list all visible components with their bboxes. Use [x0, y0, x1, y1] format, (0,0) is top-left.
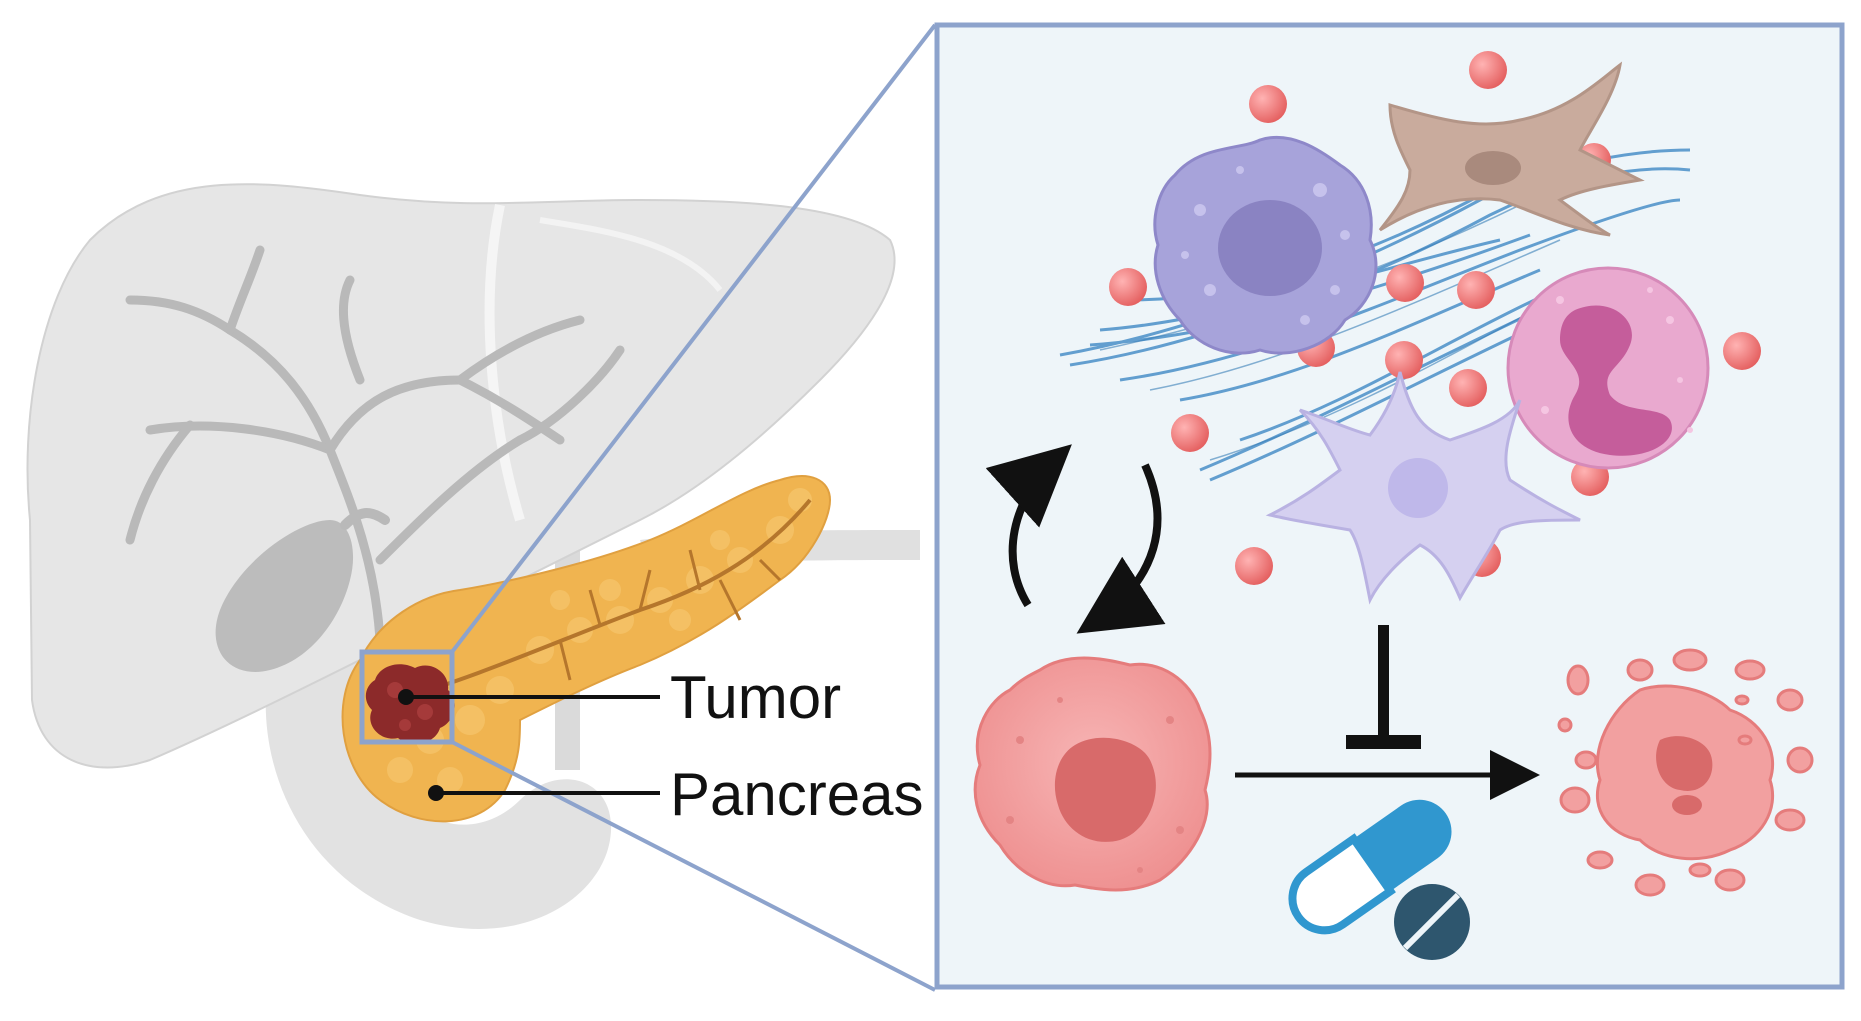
tablet-icon	[1394, 884, 1470, 960]
zoom-lines	[450, 23, 937, 992]
label-leaders	[398, 689, 660, 801]
pancreas-label: Pancreas	[670, 761, 923, 828]
cytokine-icon	[1457, 271, 1495, 309]
cytokine-icon	[1723, 332, 1761, 370]
cytokine-icon	[1386, 264, 1424, 302]
dendritic-cell-icon	[1265, 371, 1581, 605]
cycle-arrows-icon	[985, 444, 1166, 634]
inhibition-icon	[1346, 625, 1421, 749]
capsule-icon	[1288, 799, 1452, 935]
cytokine-icon	[1449, 369, 1487, 407]
cytokine-icon	[1109, 268, 1147, 306]
neutrophil-icon	[1506, 266, 1710, 470]
cytokine-icon	[1171, 414, 1209, 452]
cytokine-icon	[1235, 547, 1273, 585]
dying-cell-icon	[1557, 648, 1814, 897]
macrophage-icon	[1153, 135, 1378, 355]
gallbladder-icon	[215, 508, 390, 672]
inset-panel	[934, 22, 1845, 990]
cytokine-icon	[1469, 51, 1507, 89]
anatomy-panel	[26, 183, 920, 929]
cytokine-icon	[1249, 85, 1287, 123]
fibroblast-icon	[1378, 61, 1645, 237]
cytokine-icon	[1385, 341, 1423, 379]
cancer-cell-icon	[973, 656, 1212, 892]
tumor-label: Tumor	[670, 664, 841, 731]
